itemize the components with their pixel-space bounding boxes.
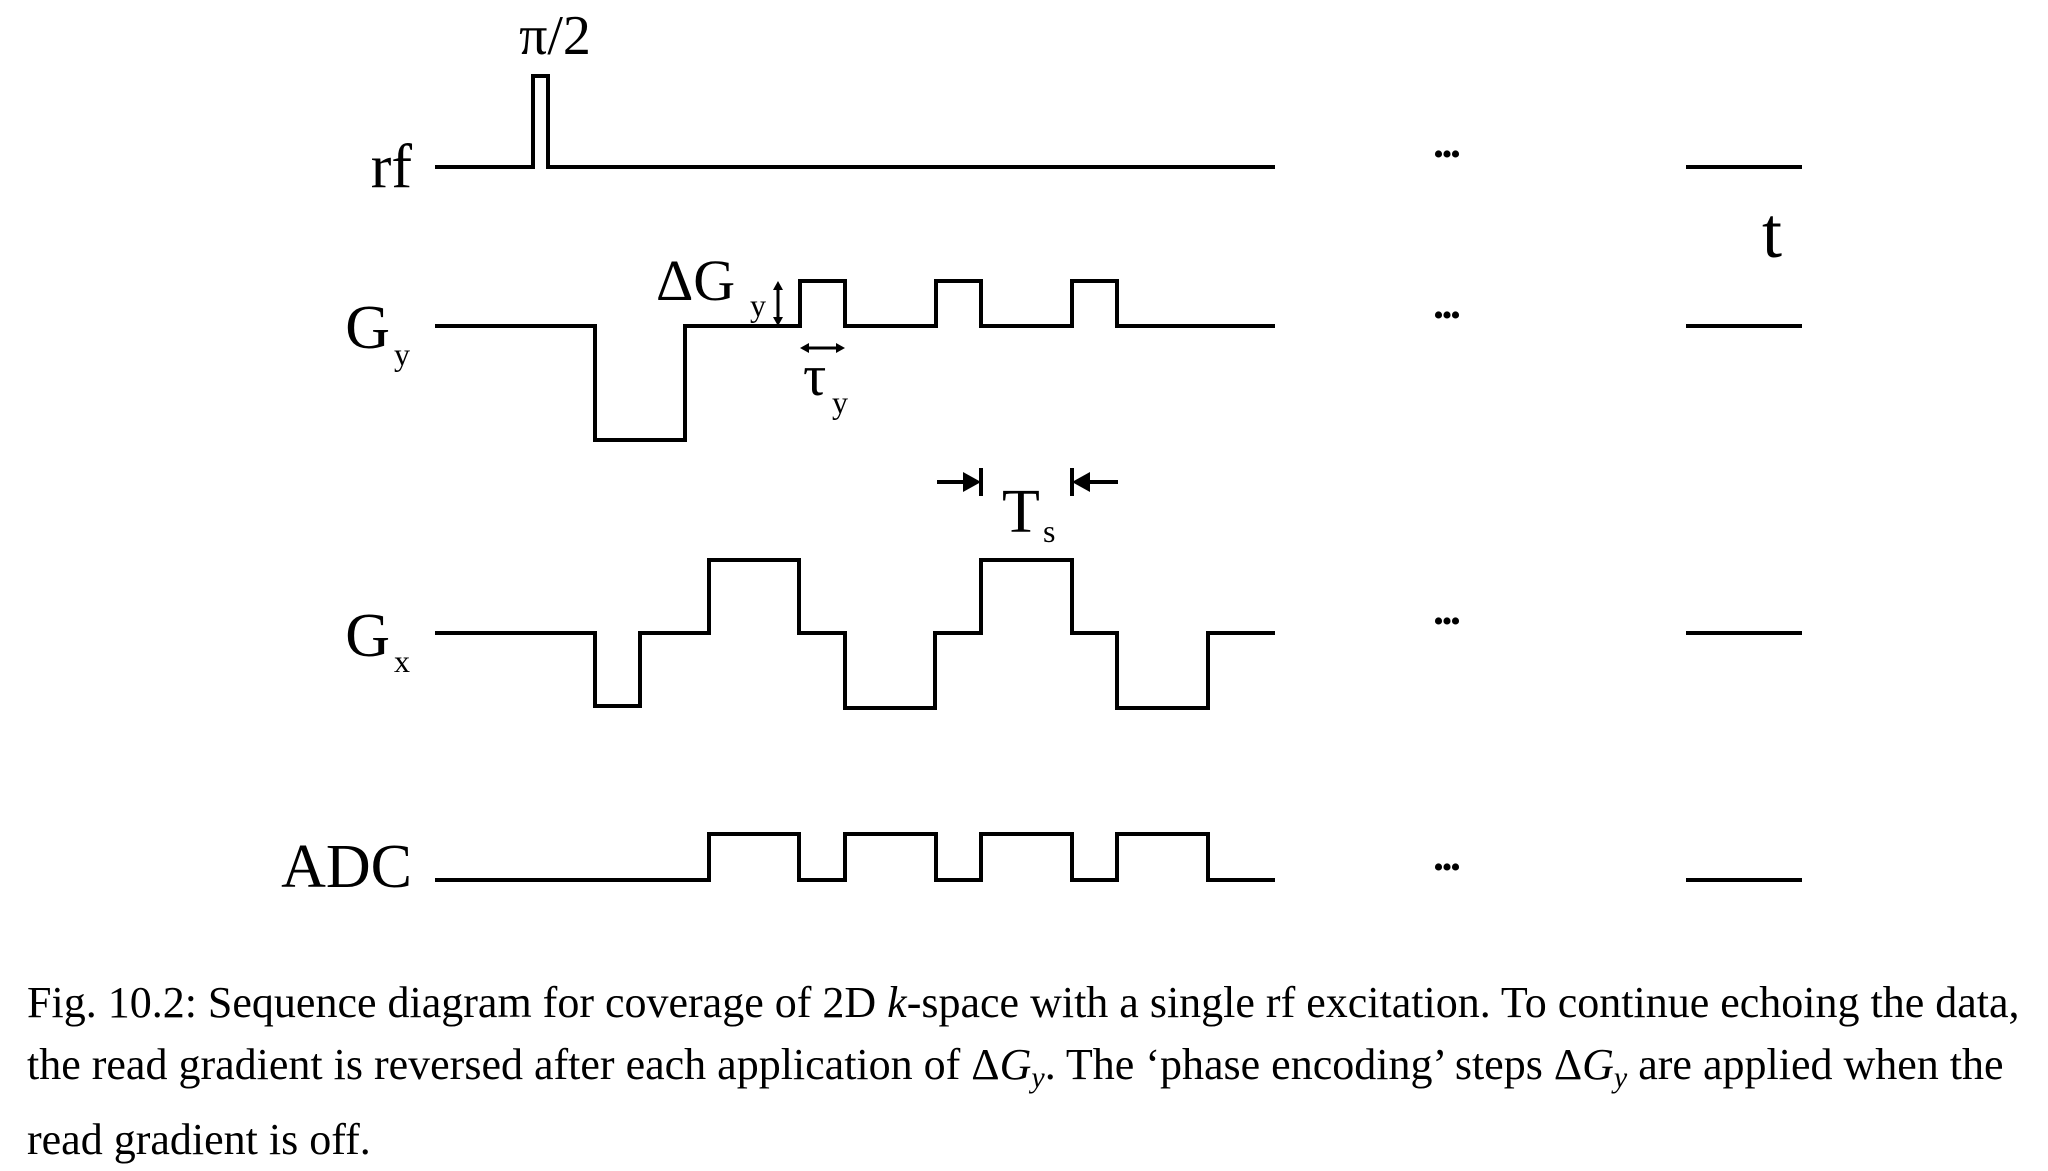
caption-y1: y bbox=[1031, 1061, 1045, 1094]
ellipsis-gy: ••• bbox=[1433, 299, 1459, 332]
gx-row-label-main: G bbox=[345, 602, 390, 670]
delta-gy-arrow-head-top bbox=[773, 281, 783, 290]
tau-label: τ bbox=[803, 343, 826, 408]
adc-row-label: ADC bbox=[281, 833, 412, 901]
gx-row-label-sub: x bbox=[394, 643, 410, 679]
figure-caption: Fig. 10.2: Sequence diagram for coverage… bbox=[27, 972, 2027, 1171]
pulse-sequence-diagram: rf G y G x ADC π/2 ••• ••• ••• ••• t ΔG … bbox=[281, 5, 1802, 901]
gy-row-label-sub: y bbox=[394, 336, 410, 372]
tau-arrow-head-right bbox=[836, 343, 845, 353]
caption-part3: . The ‘phase encoding’ steps Δ bbox=[1044, 1040, 1583, 1089]
ts-arrow-right-head bbox=[1072, 472, 1090, 492]
tau-arrow-head-left bbox=[800, 343, 809, 353]
ellipsis-markers: ••• ••• ••• ••• bbox=[1433, 138, 1461, 884]
ts-arrow-left-head bbox=[963, 472, 981, 492]
gy-row-label: G y bbox=[345, 294, 410, 372]
caption-lead: Fig. 10.2: Sequence diagram for coverage… bbox=[27, 978, 888, 1027]
caption-g2: G bbox=[1582, 1040, 1614, 1089]
caption-y2: y bbox=[1613, 1061, 1628, 1094]
time-axis-label: t bbox=[1762, 193, 1782, 273]
rf-pulse-label: π/2 bbox=[519, 5, 591, 67]
caption-g1: G bbox=[999, 1040, 1032, 1089]
ts-annotation: T s bbox=[937, 468, 1118, 549]
caption-part2: -space with a single rf excitation. To c… bbox=[27, 978, 2020, 1089]
trailing-baselines bbox=[1686, 165, 1802, 882]
ellipsis-rf: ••• bbox=[1433, 138, 1459, 171]
caption-part4: are applied when the read gradient is of… bbox=[27, 1040, 2004, 1164]
delta-gy-sub: y bbox=[750, 287, 766, 323]
ts-label: T bbox=[1002, 478, 1040, 546]
delta-gy-annotation: ΔG y bbox=[656, 248, 783, 326]
ts-sub: s bbox=[1043, 513, 1055, 549]
caption-k: k bbox=[887, 978, 907, 1027]
rf-waveform bbox=[435, 74, 1275, 169]
adc-waveform bbox=[435, 832, 1275, 882]
gy-row-label-main: G bbox=[345, 294, 390, 362]
gx-row-label: G x bbox=[345, 602, 410, 679]
ellipsis-gx: ••• bbox=[1433, 605, 1459, 638]
rf-row-label: rf bbox=[371, 133, 413, 201]
tau-y-annotation: τ y bbox=[800, 343, 848, 420]
tau-sub: y bbox=[832, 384, 848, 420]
gy-waveform bbox=[435, 279, 1275, 442]
delta-gy-label: ΔG bbox=[656, 248, 735, 313]
ellipsis-adc: ••• bbox=[1433, 851, 1459, 884]
delta-gy-arrow-head-bottom bbox=[773, 317, 783, 326]
gx-waveform bbox=[435, 558, 1275, 710]
